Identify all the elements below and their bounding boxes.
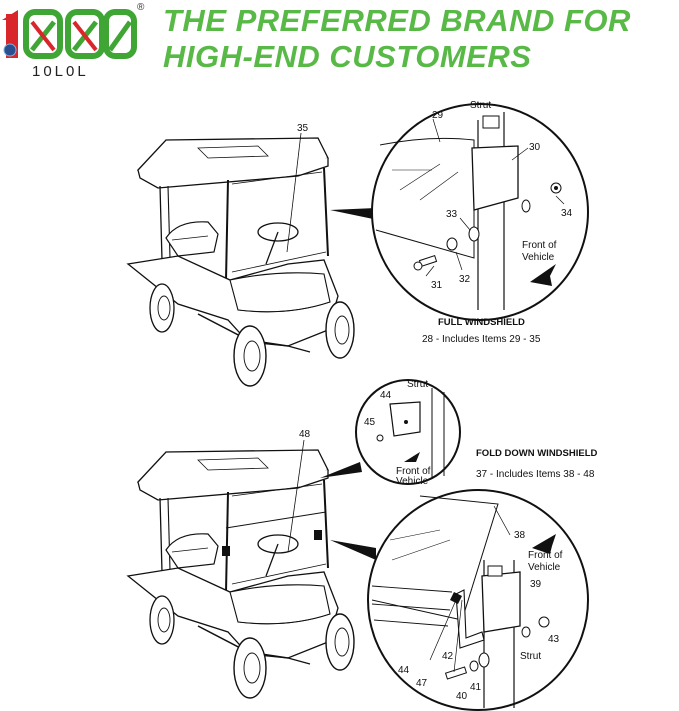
headline-line-1: THE PREFERRED BRAND FOR: [163, 3, 631, 38]
callout-47: 47: [416, 678, 428, 689]
callout-32: 32: [459, 274, 471, 285]
detail-pointer: [320, 462, 362, 478]
callout-44-large: 44: [398, 665, 410, 676]
cart-callout-48: 48: [299, 429, 311, 440]
cart-callout-35: 35: [297, 123, 309, 134]
small-front-of-label: Front of: [396, 466, 431, 477]
full-windshield-title: FULL WINDSHIELD: [438, 317, 525, 328]
small-strut-label: Strut: [407, 379, 428, 390]
vehicle-label: Vehicle: [522, 252, 555, 263]
callout-44: 44: [380, 390, 392, 401]
small-vehicle-label: Vehicle: [396, 476, 429, 487]
fold-down-large-detail: [367, 489, 589, 711]
callout-40: 40: [456, 691, 468, 702]
callout-45: 45: [364, 417, 376, 428]
logo-text: 10L0L: [32, 63, 89, 80]
callout-leader: [287, 439, 305, 553]
callout-43: 43: [548, 634, 560, 645]
callout-42: 42: [442, 651, 454, 662]
callout-30: 30: [529, 142, 541, 153]
callout-41: 41: [470, 682, 482, 693]
callout-31: 31: [431, 280, 443, 291]
cart-illustration-fold-down: [127, 449, 355, 699]
callout-38: 38: [514, 530, 526, 541]
callout-39: 39: [530, 579, 542, 590]
registered-mark: ®: [137, 2, 145, 13]
callout-33: 33: [446, 209, 458, 220]
full-windshield-subtitle: 28 - Includes Items 29 - 35: [422, 334, 541, 345]
cart-illustration-full: [127, 137, 355, 387]
detail-pointer: [330, 208, 378, 220]
fold-down-small-detail: [355, 379, 461, 485]
callout-34: 34: [561, 208, 573, 219]
large-vehicle-label: Vehicle: [528, 562, 561, 573]
fold-down-title: FOLD DOWN WINDSHIELD: [476, 448, 598, 459]
fold-down-subtitle: 37 - Includes Items 38 - 48: [476, 469, 595, 480]
callout-29: 29: [432, 110, 444, 121]
detail-pointer: [330, 540, 376, 560]
strut-label: Strut: [470, 100, 491, 111]
large-strut-label: Strut: [520, 651, 541, 662]
headline-line-2: HIGH-END CUSTOMERS: [163, 39, 532, 74]
full-windshield-detail: [371, 103, 589, 321]
callout-leader: [286, 132, 302, 253]
front-of-label: Front of: [522, 240, 557, 251]
brand-logo: ®: [2, 2, 145, 59]
large-front-of-label: Front of: [528, 550, 563, 561]
